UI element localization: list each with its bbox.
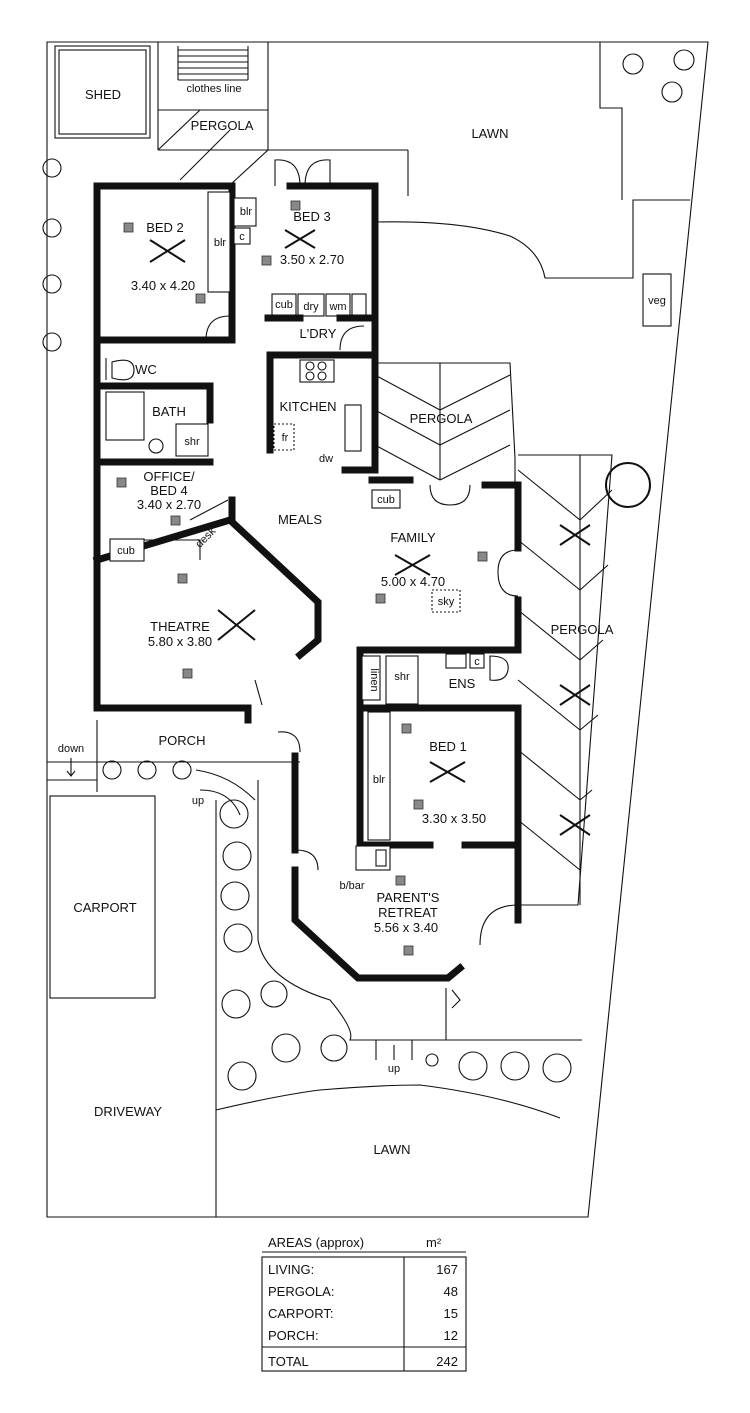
fan-icon [217,609,256,641]
area-label-0: LIVING: [268,1262,314,1277]
bath-label: BATH [152,404,186,419]
bed1-size: 3.30 x 3.50 [422,811,486,826]
bed3-size: 3.50 x 2.70 [280,252,344,267]
ensuite-label: ENS [449,676,476,691]
total-label: TOTAL [268,1354,309,1369]
bed2-size: 3.40 x 4.20 [131,278,195,293]
family-size: 5.00 x 4.70 [381,574,445,589]
parents-label-1: PARENT'S [377,890,440,905]
ensuite-shower [385,655,419,705]
shr-label-ensuite: shr [394,671,410,683]
bed2-label: BED 2 [146,220,184,235]
office-size: 3.40 x 2.70 [137,497,201,512]
carport-label: CARPORT [73,900,136,915]
tree-icon [605,462,651,508]
toilet-icon [105,358,135,381]
fan-icon [394,554,431,576]
parents-size: 5.56 x 3.40 [374,920,438,935]
blr-label-bed1: blr [373,774,386,786]
meals-label: MEALS [278,512,322,527]
pergola-back-label: PERGOLA [191,118,254,133]
total-value: 242 [436,1354,458,1369]
laundry-label: L'DRY [300,326,337,341]
theatre-label: THEATRE [150,619,210,634]
office-label-2: BED 4 [150,483,188,498]
fridge-label: fr [282,432,289,444]
blr-label-bed3: blr [240,206,253,218]
cub-label-laundry: cub [275,299,293,311]
office-label-1: OFFICE/ [143,469,195,484]
kitchen-label: KITCHEN [279,399,336,414]
shr-label-bath: shr [184,436,200,448]
theatre-size: 5.80 x 3.80 [148,634,212,649]
lawn-back-label: LAWN [471,126,508,141]
shed-label: SHED [85,87,121,102]
carport [49,795,156,999]
area-label-2: CARPORT: [268,1306,334,1321]
area-label-3: PORCH: [268,1328,319,1343]
linen-label: linen [368,668,380,691]
wm-label: wm [328,301,346,313]
areas-title: AREAS (approx) [268,1235,364,1250]
blr-label-bed2: blr [214,237,227,249]
areas-unit: m² [426,1235,442,1250]
veg-label: veg [648,295,666,307]
wall-left [93,182,252,724]
fan-icon [559,524,591,836]
bathtub [105,391,145,441]
lawn-front-label: LAWN [373,1142,410,1157]
cub-label-kitchen: cub [377,494,395,506]
area-value-3: 12 [444,1328,458,1343]
pergola-mid-label: PERGOLA [410,411,473,426]
dry-label: dry [303,301,319,313]
areas-table: AREAS (approx) m² LIVING: 167 PERGOLA: 4… [261,1235,467,1372]
toilet-icon [489,655,509,681]
wc-label: WC [135,362,157,377]
up-label-porch: up [192,795,204,807]
area-value-1: 48 [444,1284,458,1299]
c-label-ensuite: c [474,656,480,668]
fan-icon [149,239,186,263]
dishwasher-label: dw [319,453,333,465]
tree-icon [622,49,695,103]
bed1-label: BED 1 [429,739,467,754]
bed3-label: BED 3 [293,209,331,224]
bbar-label: b/bar [339,880,364,892]
c-label: c [239,231,245,243]
shed [54,45,151,139]
driveway-label: DRIVEWAY [94,1104,162,1119]
fan-icon [429,761,466,783]
area-value-2: 15 [444,1306,458,1321]
fan-icon [284,229,316,249]
pergola-side-label: PERGOLA [551,622,614,637]
area-value-0: 167 [436,1262,458,1277]
up-label-front: up [388,1063,400,1075]
skylight-label: sky [438,596,455,608]
cub-label-office: cub [117,545,135,557]
veg-bed [642,273,672,327]
down-label: down [58,743,84,755]
area-label-1: PERGOLA: [268,1284,334,1299]
clothes-line-label: clothes line [186,83,241,95]
property-boundary [46,41,709,1218]
parents-label-2: RETREAT [378,905,438,920]
porch-label: PORCH [159,733,206,748]
family-label: FAMILY [390,530,436,545]
cooktop [299,359,335,383]
